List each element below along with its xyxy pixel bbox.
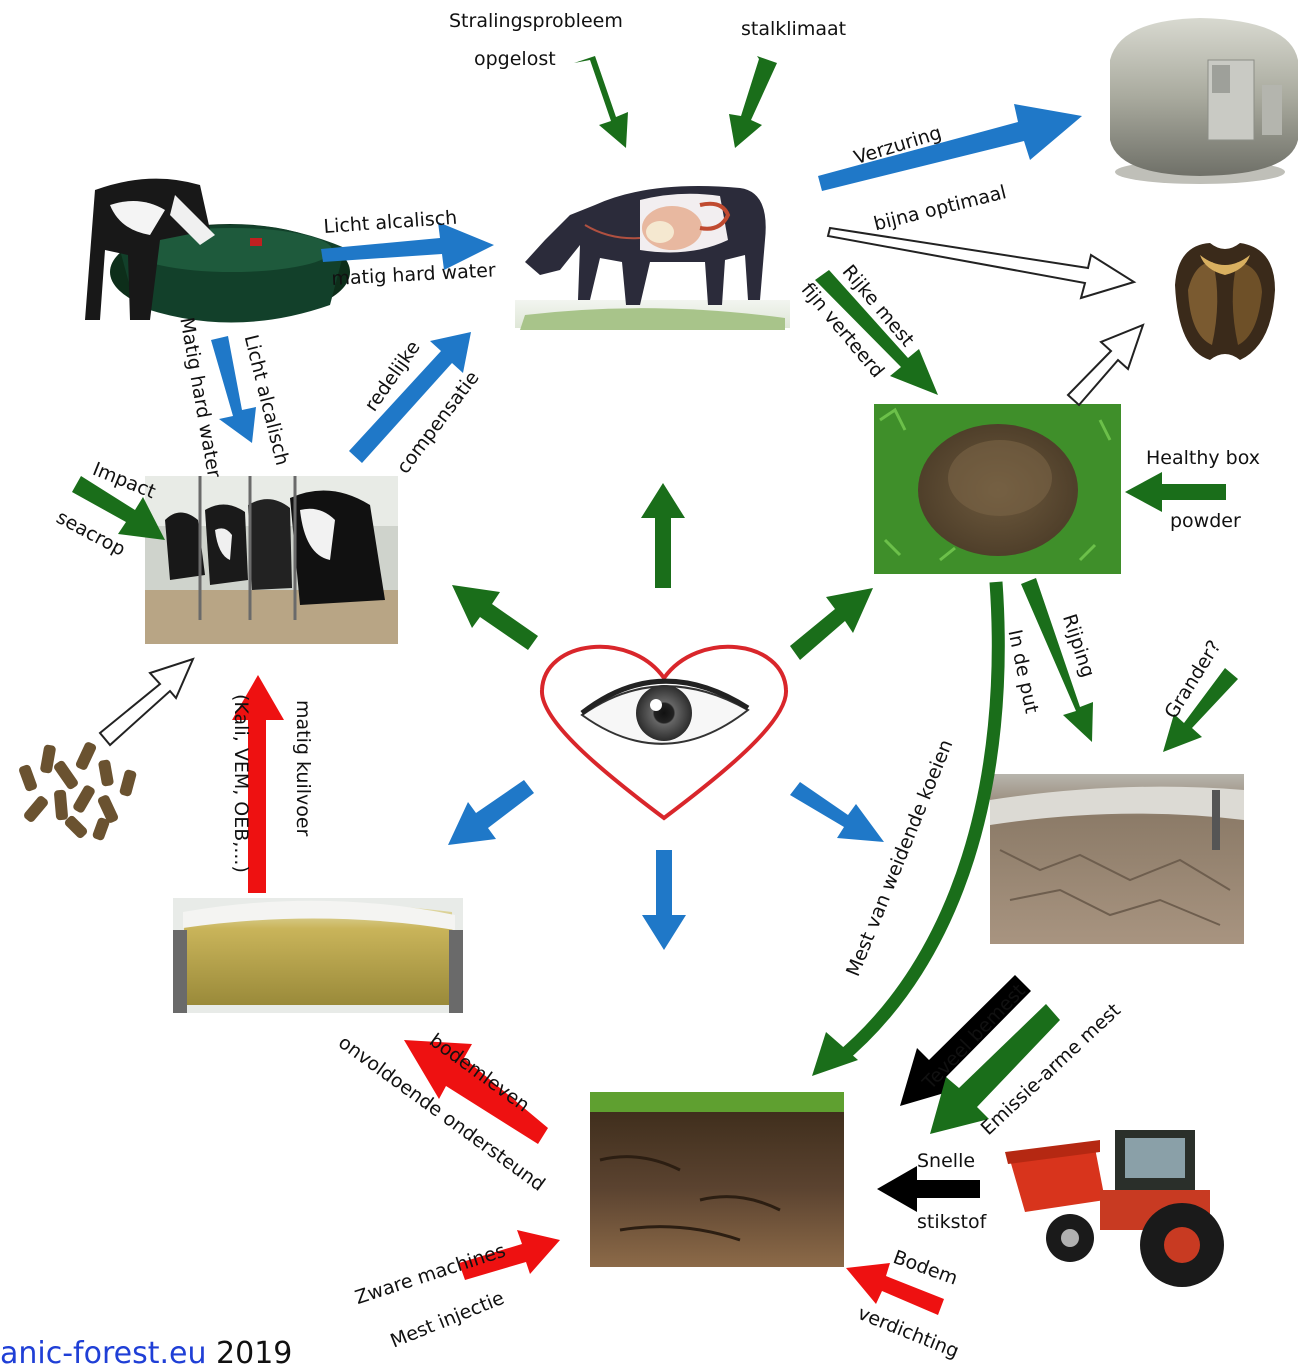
label-powder: powder bbox=[1170, 512, 1241, 531]
white-arrow-pellets-to-feeding bbox=[100, 659, 193, 745]
footer-link[interactable]: anic-forest.eu bbox=[0, 1336, 207, 1371]
label-stralingsprobleem: Stralingsprobleem bbox=[449, 12, 623, 31]
milk-tank-image bbox=[1110, 18, 1298, 184]
blue-arrow-downright-center bbox=[790, 782, 884, 842]
green-arrow-upright-center bbox=[790, 588, 873, 660]
pellets-image bbox=[18, 741, 137, 842]
black-arrow-stikstof bbox=[877, 1166, 980, 1212]
green-arrow-stalklimaat bbox=[729, 56, 777, 148]
green-curve-weidende-arrowhead bbox=[812, 1032, 858, 1076]
label-opgelost: opgelost bbox=[474, 50, 556, 69]
hoof-image bbox=[1175, 243, 1275, 360]
label-kali-vem: (Kali, VEM, OEB,...) bbox=[231, 694, 250, 873]
green-arrow-upleft-center bbox=[452, 585, 538, 650]
manure-pat-image bbox=[874, 404, 1121, 574]
green-arrow-straling bbox=[574, 56, 628, 148]
green-arrow-up-center bbox=[641, 483, 685, 588]
manure-pit-image bbox=[990, 774, 1244, 944]
footer-credit: anic-forest.eu 2019 bbox=[0, 1336, 292, 1371]
spreader-image bbox=[1005, 1130, 1224, 1287]
blue-arrow-downleft-center bbox=[448, 780, 534, 845]
silage-image bbox=[173, 898, 463, 1013]
blue-arrow-down-center bbox=[642, 850, 686, 950]
water-trough-image bbox=[85, 179, 350, 323]
label-healthy-box: Healthy box bbox=[1146, 449, 1260, 468]
label-stalklimaat: stalklimaat bbox=[741, 20, 846, 39]
soil-image bbox=[590, 1092, 844, 1267]
label-stikstof: stikstof bbox=[917, 1213, 986, 1232]
footer-year: 2019 bbox=[207, 1336, 293, 1371]
green-arrow-healthy-box bbox=[1125, 472, 1226, 512]
white-arrow-manure-to-hoof bbox=[1068, 325, 1143, 405]
label-matig-kuilvoer: matig kuilvoer bbox=[293, 700, 312, 836]
cows-feeding-image bbox=[145, 476, 398, 644]
label-snelle: Snelle bbox=[917, 1152, 975, 1171]
cow-digestive-image bbox=[515, 186, 790, 330]
heart-eye-image bbox=[542, 647, 786, 818]
